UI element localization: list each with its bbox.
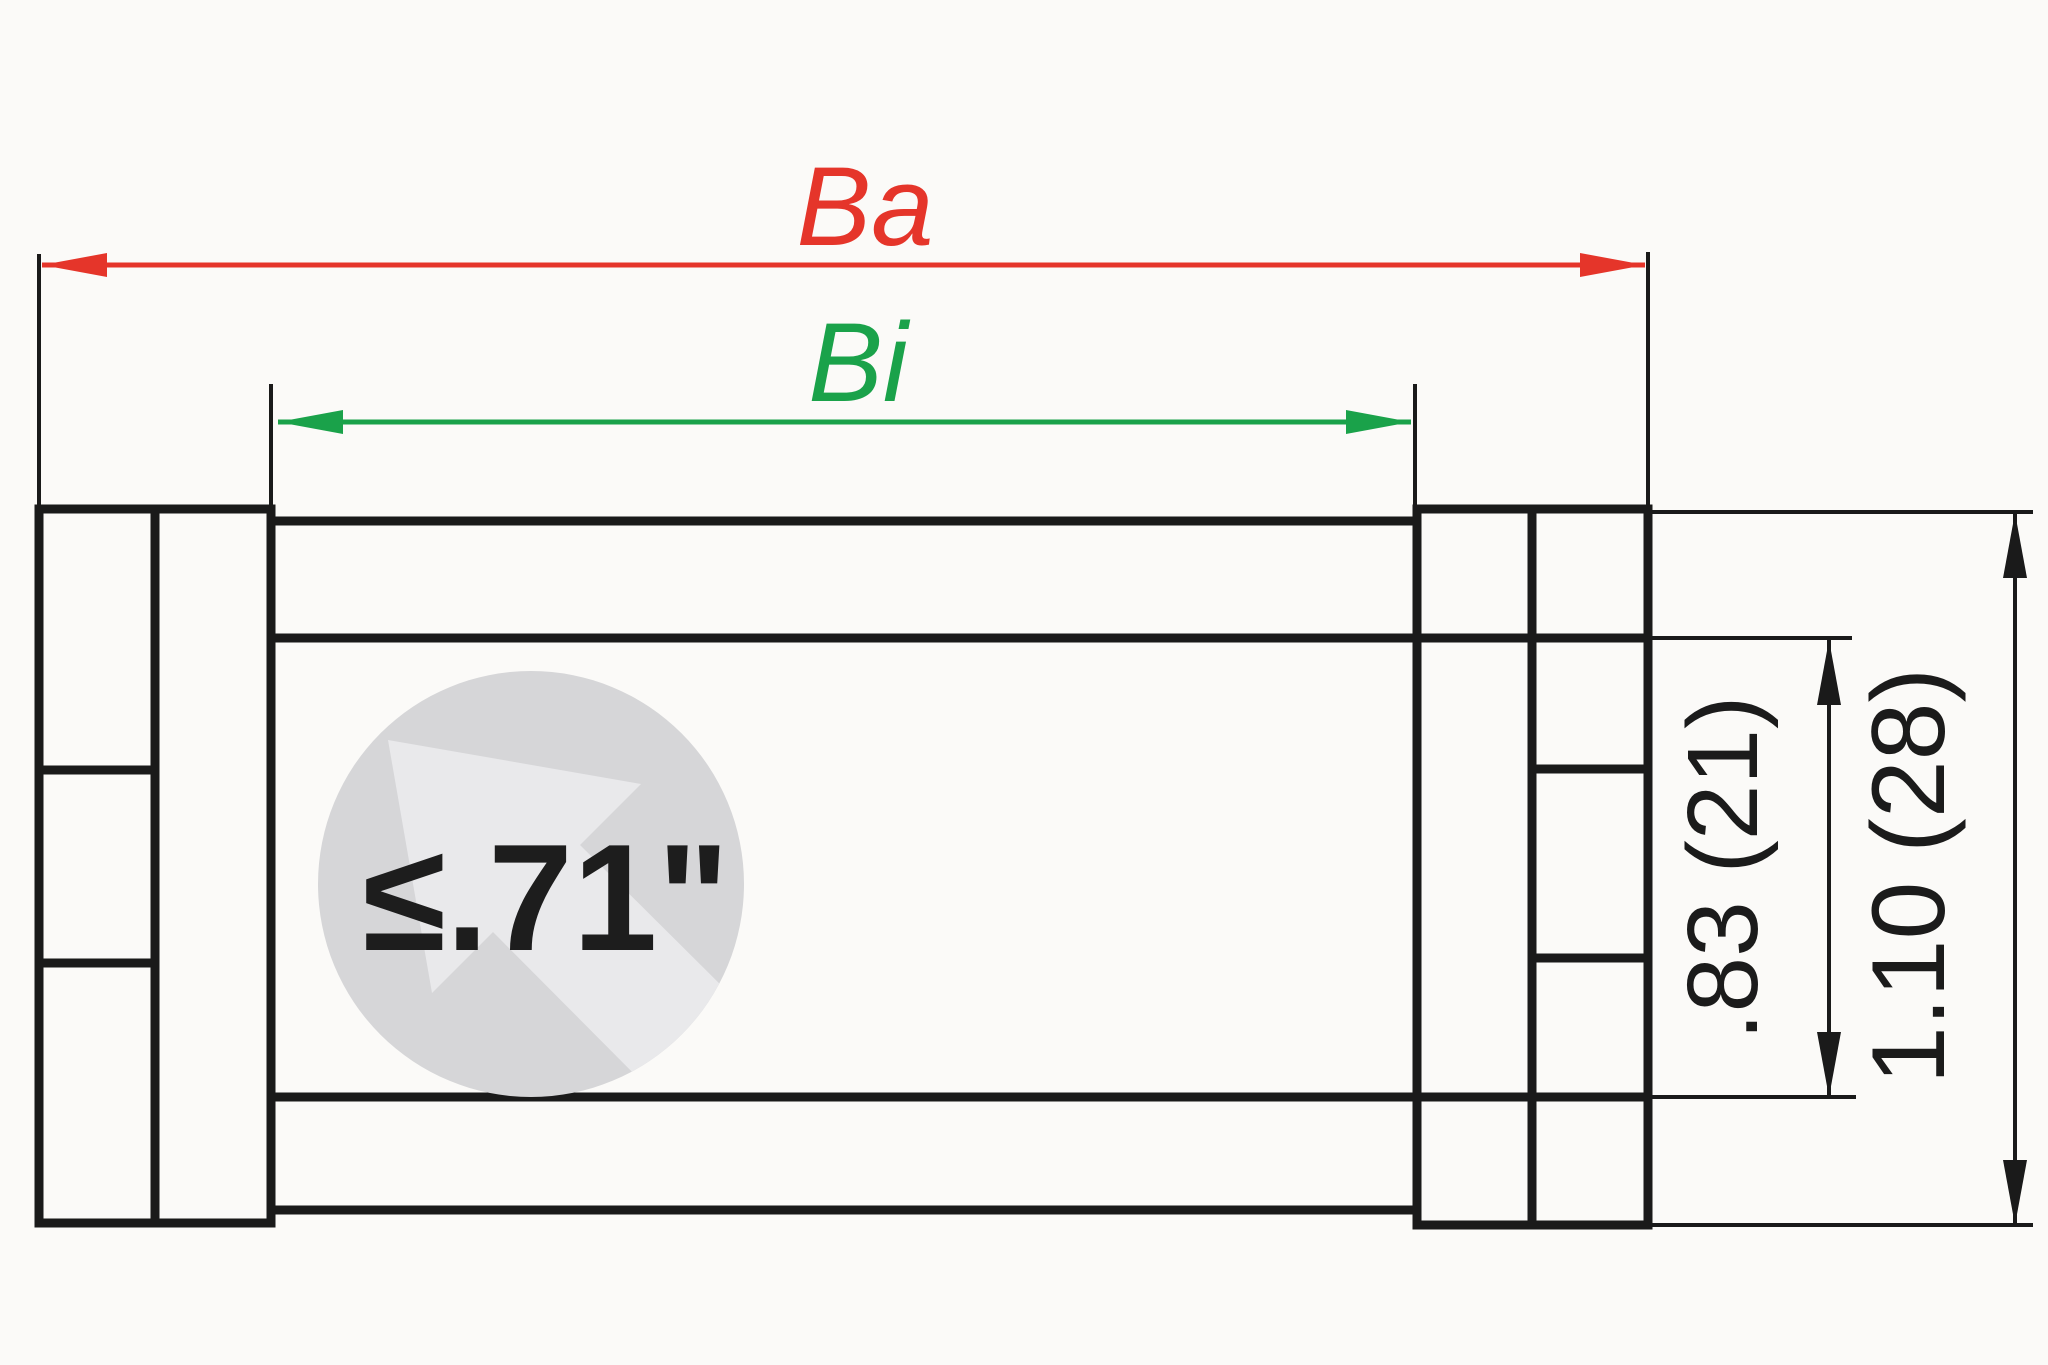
inner-height-value: .83 (21)	[1667, 696, 1779, 1041]
outer-height-dimension: 1.10 (28)	[1652, 510, 2033, 1227]
badge-up-left-arrow-icon	[388, 740, 744, 1097]
inner-height-up-arrowhead-icon	[1817, 640, 1841, 705]
outer-height-value: 1.10 (28)	[1851, 668, 1967, 1084]
outer-height-down-arrowhead-icon	[2003, 1160, 2027, 1225]
fill-diameter-badge: ≤.71"	[318, 671, 744, 1097]
inner-width-label: Bi	[808, 300, 911, 425]
outer-width-label: Ba	[797, 144, 934, 269]
inner-height-dimension: .83 (21)	[1650, 636, 1856, 1099]
inner-height-down-arrowhead-icon	[1817, 1032, 1841, 1097]
right-side-link	[1412, 504, 1653, 1230]
ba-right-arrowhead-icon	[1580, 253, 1645, 277]
outer-width-dimension-ba: Ba	[37, 144, 1650, 513]
max-fill-diameter-value: ≤.71"	[363, 813, 730, 983]
outer-height-up-arrowhead-icon	[2003, 513, 2027, 578]
inner-width-dimension-bi: Bi	[269, 300, 1417, 513]
bi-right-arrowhead-icon	[1346, 410, 1411, 434]
left-side-link	[34, 504, 276, 1228]
bi-left-arrowhead-icon	[278, 410, 343, 434]
ba-left-arrowhead-icon	[42, 253, 107, 277]
